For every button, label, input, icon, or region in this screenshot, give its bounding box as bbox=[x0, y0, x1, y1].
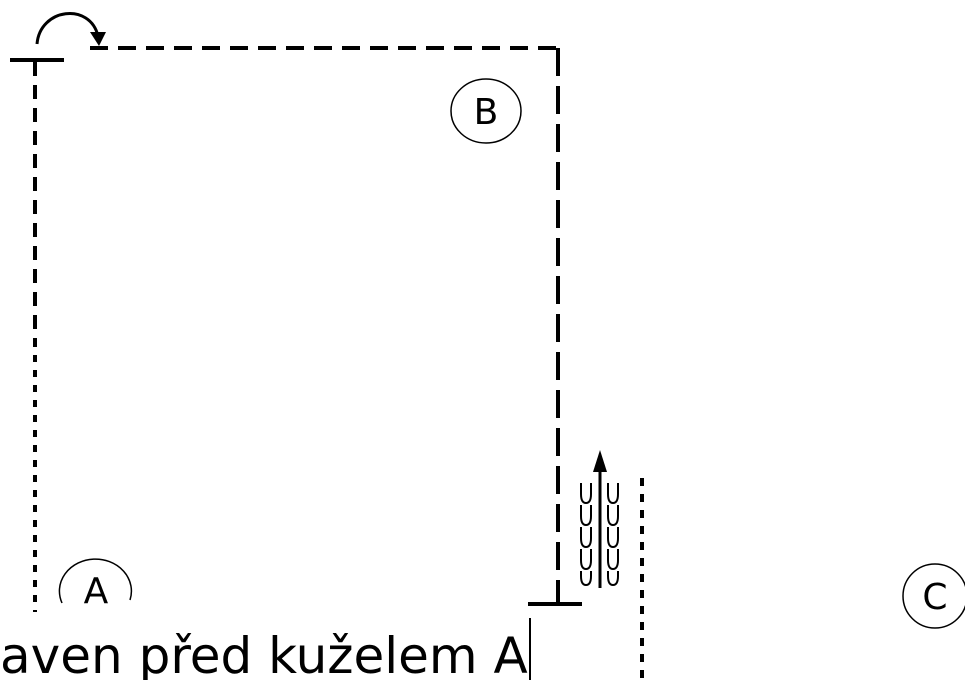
route-path bbox=[10, 46, 644, 680]
up-arrow-icon bbox=[593, 450, 607, 588]
node-c-label: C bbox=[922, 577, 947, 618]
caption-text: aven před kuželem A bbox=[0, 627, 528, 680]
node-b: B bbox=[450, 78, 522, 144]
node-b-label: B bbox=[474, 92, 499, 133]
node-c: C bbox=[902, 563, 965, 629]
loop-stack-icon bbox=[580, 483, 619, 587]
curved-arrow-icon bbox=[35, 12, 106, 46]
node-a-label: A bbox=[84, 571, 109, 612]
caption-group: aven před kuželem A bbox=[0, 618, 531, 680]
node-a: A bbox=[58, 558, 133, 612]
